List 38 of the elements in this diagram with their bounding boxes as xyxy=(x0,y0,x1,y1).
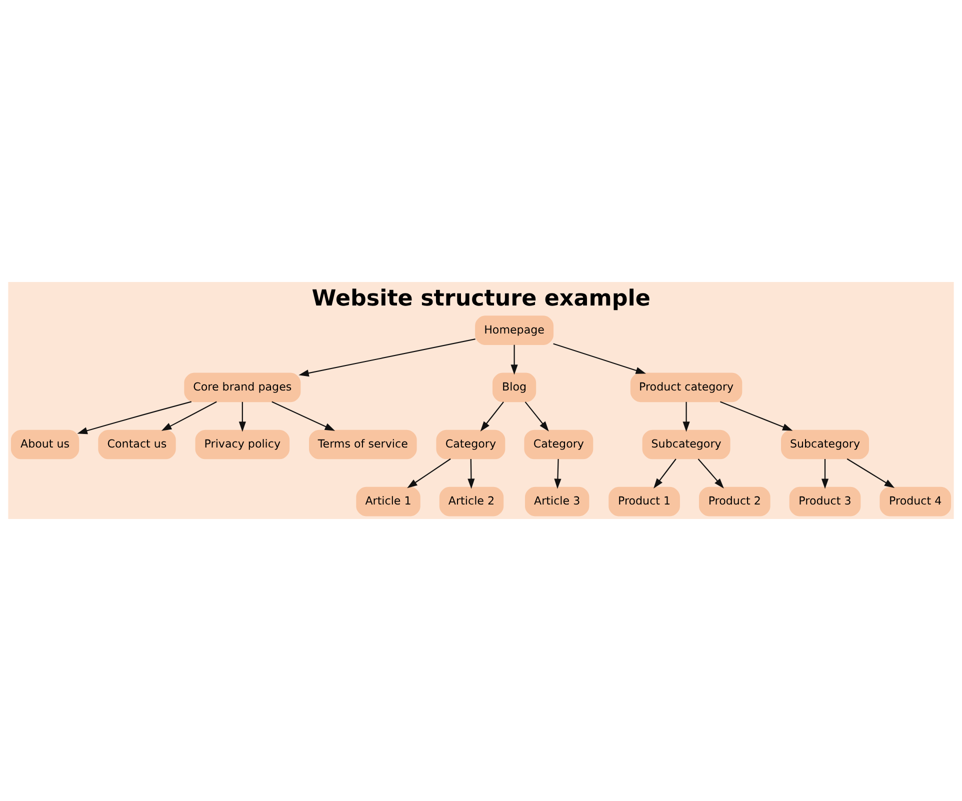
node-box: Blog xyxy=(492,372,536,402)
arrow xyxy=(272,401,336,431)
node-box: Terms of service xyxy=(309,430,417,460)
node-box: Article 2 xyxy=(439,486,504,516)
node-box: Product category xyxy=(630,372,742,402)
arrow xyxy=(821,459,829,489)
arrow xyxy=(510,344,518,375)
arrow xyxy=(77,401,192,434)
node-box: Subcategory xyxy=(642,430,730,460)
node-box: Subcategory xyxy=(781,430,869,460)
arrow xyxy=(524,402,549,432)
arrow xyxy=(553,343,646,374)
node-box: Product 3 xyxy=(789,486,861,516)
arrow xyxy=(161,401,217,431)
node-box: Privacy policy xyxy=(195,430,290,460)
arrow xyxy=(468,458,475,489)
arrow xyxy=(480,402,504,432)
diagram-title: Website structure example xyxy=(312,285,650,312)
node-box: Product 1 xyxy=(608,486,680,516)
node-box: Article 1 xyxy=(356,486,420,516)
node-box: Core brand pages xyxy=(184,372,301,402)
node-box: About us xyxy=(10,430,80,460)
node-box: Category xyxy=(524,430,594,460)
arrow xyxy=(682,402,690,432)
arrow xyxy=(298,338,476,377)
arrow xyxy=(720,401,793,431)
node-box: Category xyxy=(436,430,506,460)
node-box: Product 2 xyxy=(698,486,770,516)
node-box: Homepage xyxy=(475,316,554,346)
arrow xyxy=(238,402,246,432)
arrow xyxy=(698,458,724,488)
arrow xyxy=(846,458,895,488)
arrow xyxy=(407,458,451,488)
arrow xyxy=(554,458,562,489)
arrow xyxy=(654,458,676,489)
node-box: Contact us xyxy=(98,430,176,460)
node-box: Product 4 xyxy=(880,486,952,516)
node-box: Article 3 xyxy=(525,486,590,516)
